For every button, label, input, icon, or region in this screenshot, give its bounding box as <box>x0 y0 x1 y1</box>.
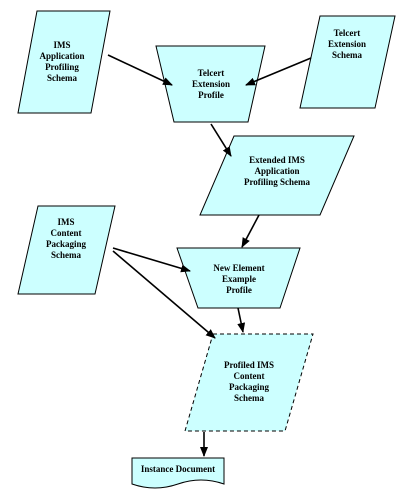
ims-content-packaging-schema-label: IMS Content Packaging Schema <box>45 217 86 260</box>
ims-app-profiling-schema-label: IMS Application Profiling Schema <box>39 40 85 83</box>
instance-document-shape <box>131 457 225 489</box>
edge-ims-app-to-telcert-profile <box>107 54 173 86</box>
ims-app-profiling-schema-shape <box>17 10 111 114</box>
edge-telcert-schema-to-telcert-profile <box>245 57 312 86</box>
new-element-example-profile-label: New Element Example Profile <box>213 262 265 295</box>
edge-extended-schema-to-new-element-profile <box>241 214 260 248</box>
edge-new-element-profile-to-profiled-schema <box>237 307 246 333</box>
new-element-example-profile-shape <box>176 247 301 309</box>
edge-content-packaging-to-profiled-schema <box>112 250 216 339</box>
extended-ims-app-profiling-schema-shape <box>199 135 355 216</box>
edge-telcert-profile-to-extended-schema <box>210 123 232 157</box>
telcert-extension-profile-label: Telcert Extension Profile <box>191 67 230 100</box>
ims-content-packaging-schema-shape <box>17 205 116 295</box>
telcert-extension-schema-shape <box>299 15 396 109</box>
telcert-extension-profile-shape <box>155 45 266 123</box>
instance-document-label: Instance Document <box>140 463 216 474</box>
edge-content-packaging-to-new-element-profile <box>112 247 191 273</box>
profiled-ims-content-packaging-schema-shape <box>184 333 314 432</box>
telcert-extension-schema-label: Telcert Extension Schema <box>327 27 366 60</box>
profiled-ims-content-packaging-schema-label: Profiled IMS Content Packaging Schema <box>223 360 275 403</box>
extended-ims-app-profiling-schema-label: Extended IMS Application Profiling Schem… <box>243 154 311 187</box>
